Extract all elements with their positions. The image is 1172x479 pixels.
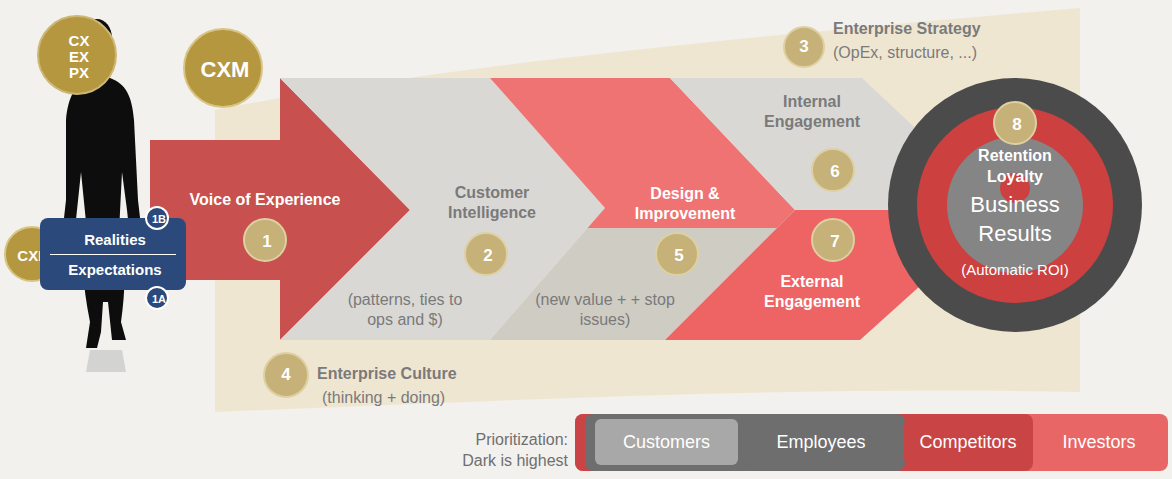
target-ring	[947, 137, 1083, 273]
results-target: Retention LoyaltyBusiness Results (Automa…	[888, 78, 1142, 332]
callout-circle	[784, 27, 824, 67]
node-text: Business Results	[950, 191, 1080, 248]
divider-line	[50, 254, 176, 255]
culture-callout: 4 Enterprise Culture (thinking + doing)	[262, 350, 502, 412]
step-badge: 1A	[145, 286, 169, 310]
callout-number: 6	[811, 148, 855, 192]
node-text: Enterprise Strategy	[833, 19, 1048, 39]
callout-number: 7	[811, 218, 855, 262]
priority-label: Employees	[776, 432, 865, 453]
node-title: Customer Intelligence	[427, 183, 557, 223]
node-text: (new value + + stop issues)	[535, 290, 675, 330]
callout-number: 5	[655, 232, 699, 276]
callout-number: 8	[993, 101, 1037, 145]
node-title: Design & Improvement	[620, 184, 750, 224]
legend-caption: Prioritization:	[476, 430, 568, 449]
callout-number: 4	[266, 364, 306, 385]
step-badge: 1B	[145, 206, 169, 230]
target-ring	[888, 78, 1142, 332]
legend-caption: Dark is highest	[462, 451, 568, 470]
cxm-badge: CXM	[183, 28, 263, 108]
callout-number: 1	[247, 231, 287, 252]
priority-swatch: Competitors	[904, 419, 1032, 465]
priority-label: Competitors	[919, 432, 1016, 453]
cx-badge: CX EX PX	[37, 15, 117, 95]
node-title: Internal Engagement	[737, 92, 887, 132]
node-title: Realities	[50, 231, 180, 250]
node-title: External Engagement	[737, 272, 887, 312]
node-text: Expectations	[50, 261, 180, 280]
callout-number: 3	[786, 36, 822, 57]
node-title: Retention Loyalty	[960, 146, 1070, 188]
node-text: (patterns, ties to ops and $)	[335, 290, 475, 330]
priority-bar-frame	[575, 414, 1168, 471]
callout-number: 7	[815, 231, 855, 252]
node-text: (OpEx, structure, ...)	[833, 43, 1048, 63]
strategy-callout: 3 Enterprise Strategy (OpEx, structure, ..…	[782, 14, 1052, 76]
node-text: Enterprise Culture	[317, 364, 489, 384]
priority-label: Investors	[1062, 432, 1135, 453]
callout-number: 1A	[148, 293, 170, 307]
node-title: CXM	[190, 56, 260, 84]
node-text: (thinking + doing)	[322, 388, 487, 408]
callout-number: 8	[997, 114, 1037, 135]
priority-label: Customers	[623, 432, 710, 453]
priority-bar-frame	[585, 414, 905, 471]
callout-number: 1	[243, 218, 287, 262]
silhouette-reflection	[86, 350, 126, 372]
callout-number: 2	[464, 232, 508, 276]
node-title: CX EX PX	[61, 33, 97, 80]
realities-box: RealitiesExpectations	[40, 218, 186, 290]
node-text: (Automatic ROI)	[940, 261, 1090, 280]
priority-bar-frame	[575, 414, 1033, 471]
callout-number: 5	[659, 245, 699, 266]
node-title: Voice of Experience	[177, 190, 353, 210]
callout-number: 6	[815, 161, 855, 182]
priority-swatch: Customers	[595, 419, 738, 465]
priority-swatch: Investors	[1034, 419, 1164, 465]
callout-circle	[264, 353, 308, 397]
priority-swatch: Employees	[741, 419, 901, 465]
callout-number: 1B	[148, 213, 170, 227]
callout-number: 2	[468, 245, 508, 266]
